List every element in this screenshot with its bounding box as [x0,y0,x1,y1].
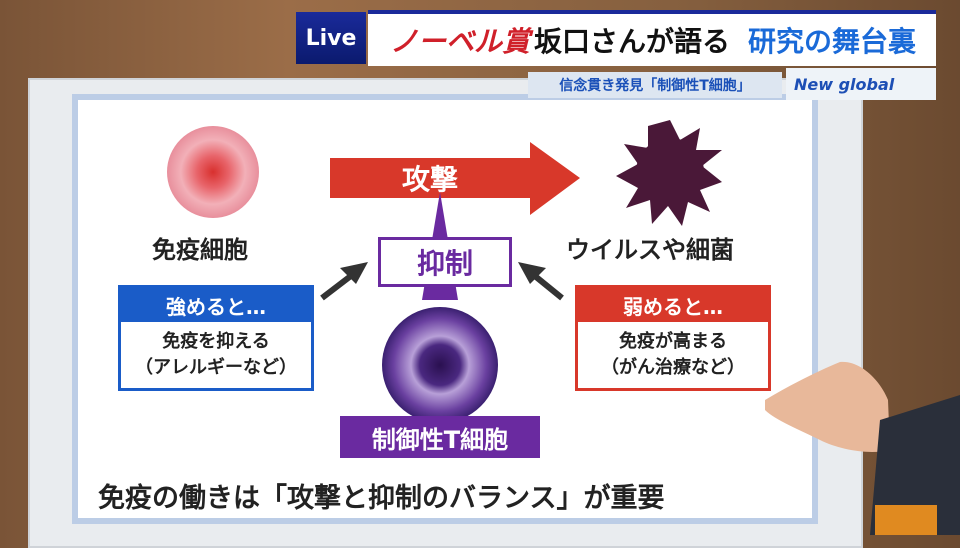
presenter-suit [870,395,960,535]
program-logo: New global [786,68,936,100]
attack-arrow [330,142,580,215]
strengthen-line2: （アレルギーなど） [135,357,297,378]
headline-red: ノーベル賞 [390,25,531,58]
treg-cell-image [382,307,498,423]
weaken-line1: 免疫が高まる [619,331,727,352]
strengthen-box: 強めると… 免疫を抑える （アレルギーなど） [118,285,314,391]
board-graphics [167,120,960,535]
weaken-line2: （がん治療など） [601,357,745,378]
presenter-hand [765,361,890,452]
weaken-header: 弱めると… [578,288,768,322]
cup [875,505,937,535]
headline-black: 坂口さんが語る [534,25,731,58]
live-badge: Live [296,12,366,64]
arrow-left-to-suppress [320,262,368,301]
weaken-box: 弱めると… 免疫が高まる （がん治療など） [575,285,771,391]
suppress-box: 抑制 [378,237,512,287]
bottom-caption: 免疫の働きは「攻撃と抑制のバランス」が重要 [98,483,665,514]
attack-label: 攻撃 [401,163,458,196]
subheadline: 信念貫き発見「制御性T細胞」 [528,72,782,98]
strengthen-header: 強めると… [121,288,311,322]
virus-label: ウイルスや細菌 [566,236,734,264]
strengthen-line1: 免疫を抑える [162,331,270,352]
headline-blue: 研究の舞台裏 [748,25,917,58]
virus-image [616,120,722,226]
treg-label: 制御性T細胞 [340,416,540,458]
immune-cell-label: 免疫細胞 [152,236,248,264]
immune-cell-image [167,126,259,218]
headline-bar: ノーベル賞 坂口さんが語る 研究の舞台裏 [368,10,936,66]
arrow-right-to-suppress [518,262,564,301]
